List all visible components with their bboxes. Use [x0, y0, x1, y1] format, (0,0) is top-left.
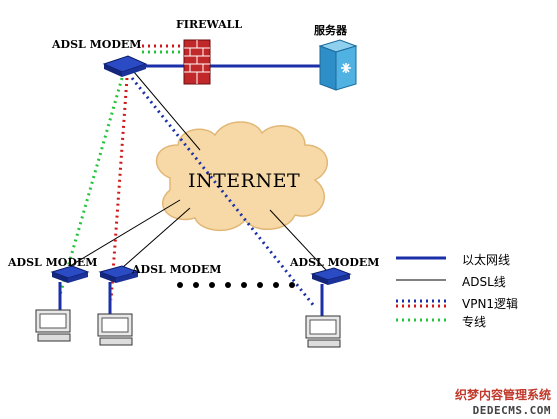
firewall-icon [183, 39, 211, 85]
label-internet: INTERNET [188, 170, 301, 192]
server-icon [318, 39, 358, 91]
leased-line-left [58, 77, 124, 296]
pc-mid-icon [97, 313, 133, 346]
label-adsl-modem-right: ADSL MODEM [290, 256, 380, 269]
pc-left-icon [35, 309, 71, 342]
label-server: 服务器 [314, 24, 347, 37]
watermark-title: 织梦内容管理系统 [454, 388, 551, 402]
label-adsl-modem-mid: ADSL MODEM [132, 263, 222, 276]
watermark-domain: DEDECMS.COM [472, 404, 551, 417]
legend-swatches [396, 256, 446, 322]
label-adsl-modem-top: ADSL MODEM [52, 38, 142, 51]
legend-label-leased: 专线 [462, 315, 487, 329]
vpn-red-line-mid [109, 77, 129, 301]
adsl-modem-top-icon [102, 55, 148, 77]
label-firewall: FIREWALL [176, 18, 243, 31]
legend-label-ethernet: 以太网线 [462, 253, 511, 267]
pc-right-icon [305, 315, 341, 348]
adsl-line-left [69, 199, 181, 267]
legend-label-adsl: ADSL线 [462, 275, 506, 289]
ellipsis-dots [177, 282, 295, 288]
adsl-line-mid [121, 207, 191, 269]
adsl-modem-right-icon [310, 267, 352, 285]
adsl-modem-mid-icon [98, 265, 140, 283]
adsl-line-right [269, 209, 327, 271]
vpn-blue-line-right [130, 77, 316, 307]
adsl-modem-left-icon [50, 265, 90, 283]
label-adsl-modem-left: ADSL MODEM [8, 256, 98, 269]
adsl-line-top [133, 71, 201, 151]
legend-label-vpn: VPN1逻辑 [462, 297, 519, 311]
